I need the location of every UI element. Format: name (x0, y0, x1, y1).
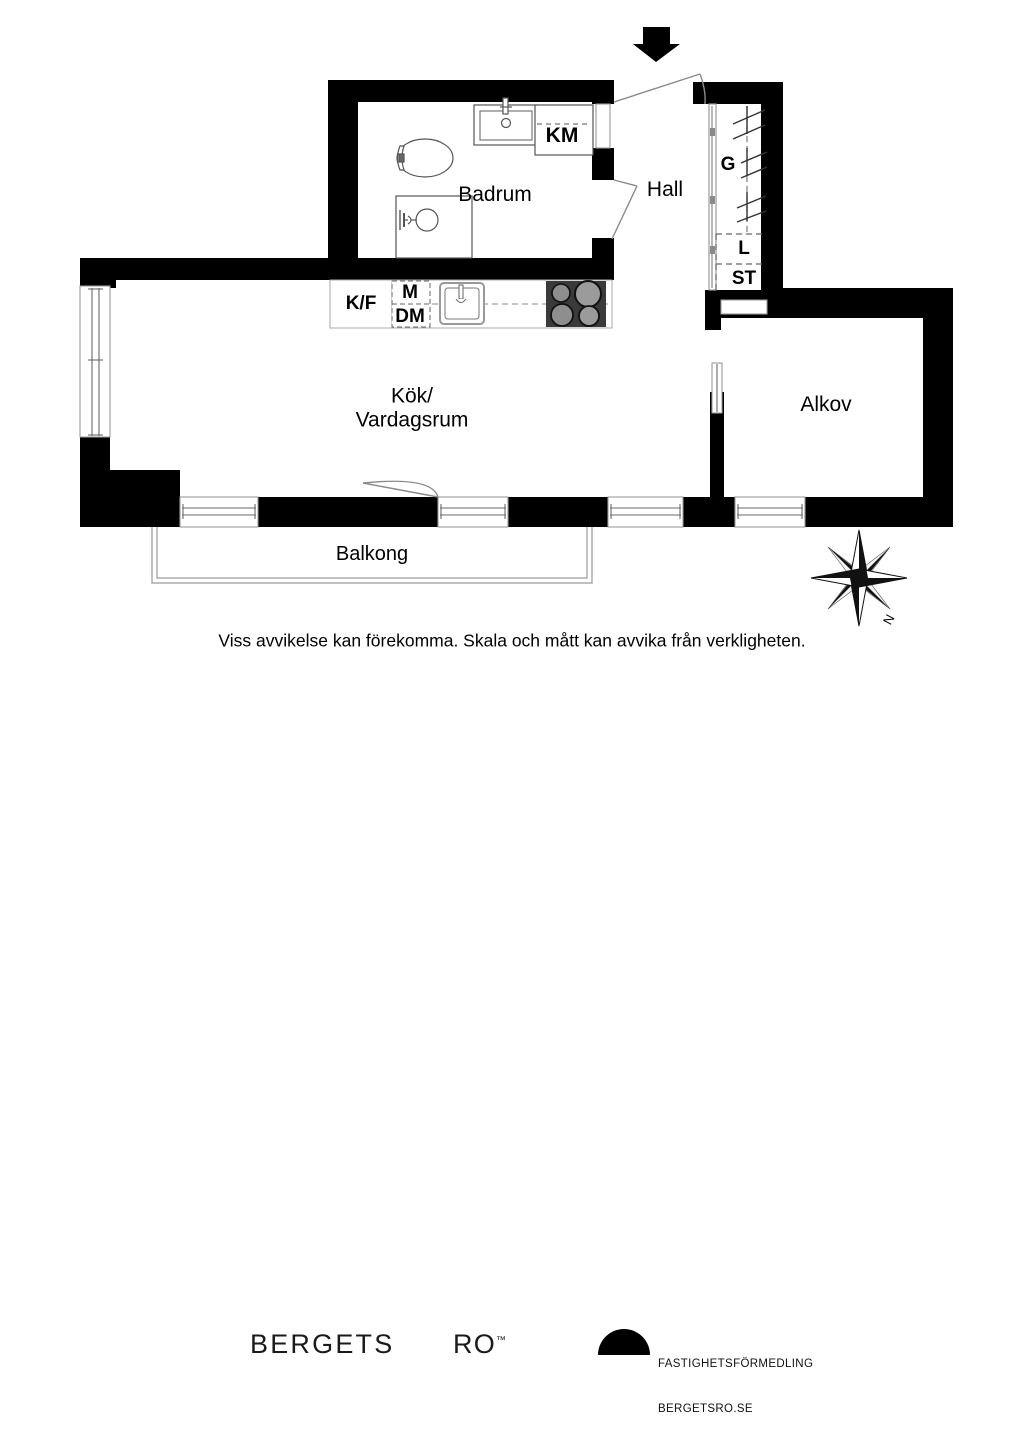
doorway-closet-bottom (720, 299, 768, 315)
hanger-icon-3 (736, 192, 767, 223)
wall-closet-right (761, 82, 783, 290)
brand-ro: RO™ (453, 1329, 506, 1360)
door-balcony-leaf (362, 482, 439, 498)
wall-bottom-left-jamb (110, 470, 180, 527)
wall-bathroom-left (328, 80, 358, 276)
stove-icon (546, 280, 606, 327)
balcony-rail-outer (156, 527, 588, 579)
wall-bathroom-right-top (592, 80, 614, 104)
disclaimer-text: Viss avvikelse kan förekomma. Skala och … (218, 630, 806, 651)
fixture-label-m: M (402, 282, 418, 304)
window-left (79, 285, 111, 438)
room-label-kok-vardagsrum: Kök/ Vardagsrum (355, 384, 469, 431)
wall-alkov-top (762, 288, 953, 318)
washing-machine-km (534, 104, 594, 156)
fixture-label-l: L (738, 238, 750, 260)
window-bottom-4 (734, 496, 806, 528)
wall-kitchen-top-left (328, 258, 614, 280)
agency-logo-line-1: FASTIGHETSFÖRMEDLING (658, 1358, 814, 1371)
window-alkov-divider (711, 362, 723, 414)
wall-alkov-divider (710, 392, 724, 502)
wall-bottom-seg-2 (508, 497, 608, 527)
closet-interior (708, 103, 768, 291)
wall-left-upper (80, 258, 110, 286)
balcony-rail-inner (151, 527, 593, 584)
agency-logo-line-2: BERGETSRO.SE (658, 1402, 753, 1415)
microwave-dishwasher-box (391, 280, 431, 328)
fridge-freezer-box (329, 279, 393, 329)
room-label-balkong: Balkong (335, 542, 409, 565)
wall-bottom-seg-1 (258, 497, 438, 527)
balcony-outline (151, 527, 593, 584)
floor-plan-canvas: Badrum Hall Kök/ Vardagsrum Alkov Balkon… (0, 27, 1024, 1415)
agency-logo-text: FASTIGHETSFÖRMEDLING BERGETSRO.SE (658, 1326, 813, 1446)
fixture-label-km: KM (545, 123, 579, 147)
wall-bottom-seg-3 (683, 497, 735, 527)
kitchen-sink-icon (439, 282, 485, 325)
footer-branding: BERGETS RO™ FASTIGHETSFÖRMEDLING BERGETS… (0, 660, 1024, 1415)
agency-logo[interactable]: FASTIGHETSFÖRMEDLING BERGETSRO.SE (598, 1326, 813, 1446)
hanger-icon-1 (732, 106, 766, 140)
wall-left-lower (80, 437, 110, 501)
openings-layer (79, 103, 806, 528)
fixture-label-kf: K/F (345, 293, 377, 315)
doors-layer (362, 73, 706, 498)
fixture-label-st: ST (731, 268, 757, 290)
brand-ro-text: RO (453, 1329, 496, 1359)
brand-trademark-icon: ™ (495, 1335, 506, 1346)
opening-bathroom-right (595, 103, 611, 149)
floor-plan-drawing (79, 27, 953, 627)
window-bottom-2 (437, 496, 509, 528)
fixture-label-g: G (720, 154, 736, 176)
window-bottom-1 (179, 496, 259, 528)
door-balcony-arc (362, 480, 439, 498)
window-bottom-3 (607, 496, 684, 528)
bathroom-fixtures (395, 97, 594, 259)
brand-bergets: BERGETS (250, 1329, 395, 1359)
wall-kitchen-top-far-left (110, 258, 328, 280)
toilet-icon (396, 138, 454, 178)
sink-icon (473, 97, 539, 146)
door-entry-arc (699, 73, 706, 105)
room-label-alkov: Alkov (800, 393, 852, 417)
door-bathroom-leaf-b (611, 185, 638, 240)
wall-alkov-left-jamb (705, 300, 721, 330)
room-label-hall: Hall (646, 178, 684, 202)
wall-bathroom-top (328, 80, 614, 102)
hanger-icon-2 (740, 148, 768, 179)
door-entry-leaf (613, 73, 701, 103)
fixture-label-dm: DM (395, 306, 425, 328)
entrance-arrow-icon (633, 27, 680, 62)
dome-logo-icon (598, 1329, 650, 1355)
shower-icon (395, 195, 473, 259)
room-label-badrum: Badrum (458, 183, 532, 207)
walls-layer (80, 80, 953, 527)
wall-right-exterior (923, 288, 953, 527)
compass-rose-icon (810, 529, 908, 627)
door-bathroom-leaf-a (613, 179, 638, 187)
kitchen-counter (329, 279, 613, 329)
wall-hall-right-top (693, 82, 709, 104)
wall-bathroom-right-mid (592, 148, 614, 180)
